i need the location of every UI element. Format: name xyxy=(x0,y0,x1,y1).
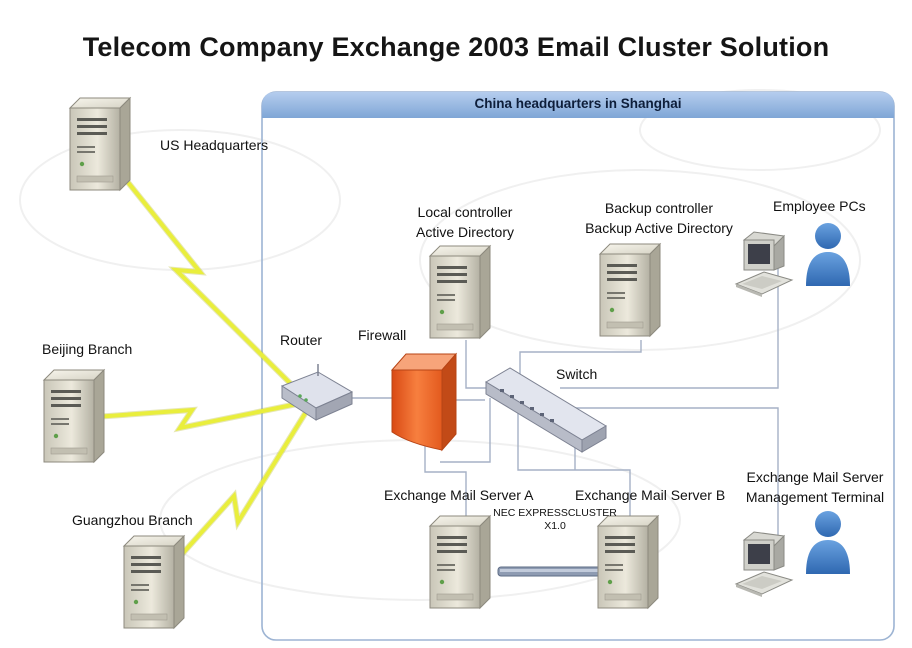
label-employee-pcs: Employee PCs xyxy=(773,198,866,214)
label-mail-server-a: Exchange Mail Server A xyxy=(384,487,534,503)
label-firewall: Firewall xyxy=(358,327,407,343)
label-cluster-line2: X1.0 xyxy=(544,520,566,532)
label-switch: Switch xyxy=(556,366,598,382)
label-backup-controller-line1: Backup controller xyxy=(604,200,714,216)
label-us-headquarters: US Headquarters xyxy=(160,137,269,153)
hq-panel-header xyxy=(262,92,894,118)
label-beijing-branch: Beijing Branch xyxy=(42,341,133,357)
user-icon-employee-pcs xyxy=(806,223,850,286)
cluster-heartbeat-link xyxy=(497,566,603,577)
router-icon xyxy=(280,364,354,421)
label-backup-controller-line2: Backup Active Directory xyxy=(585,220,733,236)
label-mail-server-b: Exchange Mail Server B xyxy=(575,487,726,503)
label-cluster-line1: NEC EXPRESSCLUSTER xyxy=(493,507,617,519)
label-guangzhou-branch: Guangzhou Branch xyxy=(72,512,193,528)
label-cluster: NEC EXPRESSCLUSTER X1.0 xyxy=(470,507,640,533)
server-icon-us-headquarters xyxy=(69,97,131,191)
label-management-terminal-line2: Management Terminal xyxy=(745,489,885,505)
label-local-controller: Local controller Active Directory xyxy=(390,202,540,242)
label-local-controller-line1: Local controller xyxy=(417,204,513,220)
server-icon-backup-controller xyxy=(599,243,661,337)
hq-panel-title: China headquarters in Shanghai xyxy=(474,96,682,111)
server-icon-local-controller xyxy=(429,245,491,339)
workstation-icon-employee-pcs xyxy=(735,231,793,298)
wan-link-guangzhou xyxy=(163,410,309,575)
wan-link-beijing xyxy=(79,400,303,433)
label-management-terminal: Exchange Mail Server Management Terminal xyxy=(730,467,900,507)
wan-link-us-hq xyxy=(99,148,303,396)
wan-links xyxy=(79,148,309,575)
hq-panel xyxy=(261,91,895,641)
server-icon-beijing-branch xyxy=(43,369,105,463)
label-local-controller-line2: Active Directory xyxy=(415,224,515,240)
server-icon-guangzhou-branch xyxy=(123,535,185,629)
diagram-title: Telecom Company Exchange 2003 Email Clus… xyxy=(82,32,830,62)
network-switch-icon xyxy=(485,367,607,453)
label-router: Router xyxy=(280,332,323,348)
label-backup-controller: Backup controller Backup Active Director… xyxy=(574,198,744,238)
workstation-icon-management-terminal xyxy=(735,531,793,598)
firewall-icon xyxy=(390,352,458,452)
label-management-terminal-line1: Exchange Mail Server xyxy=(746,469,884,485)
user-icon-management-terminal xyxy=(806,511,850,574)
